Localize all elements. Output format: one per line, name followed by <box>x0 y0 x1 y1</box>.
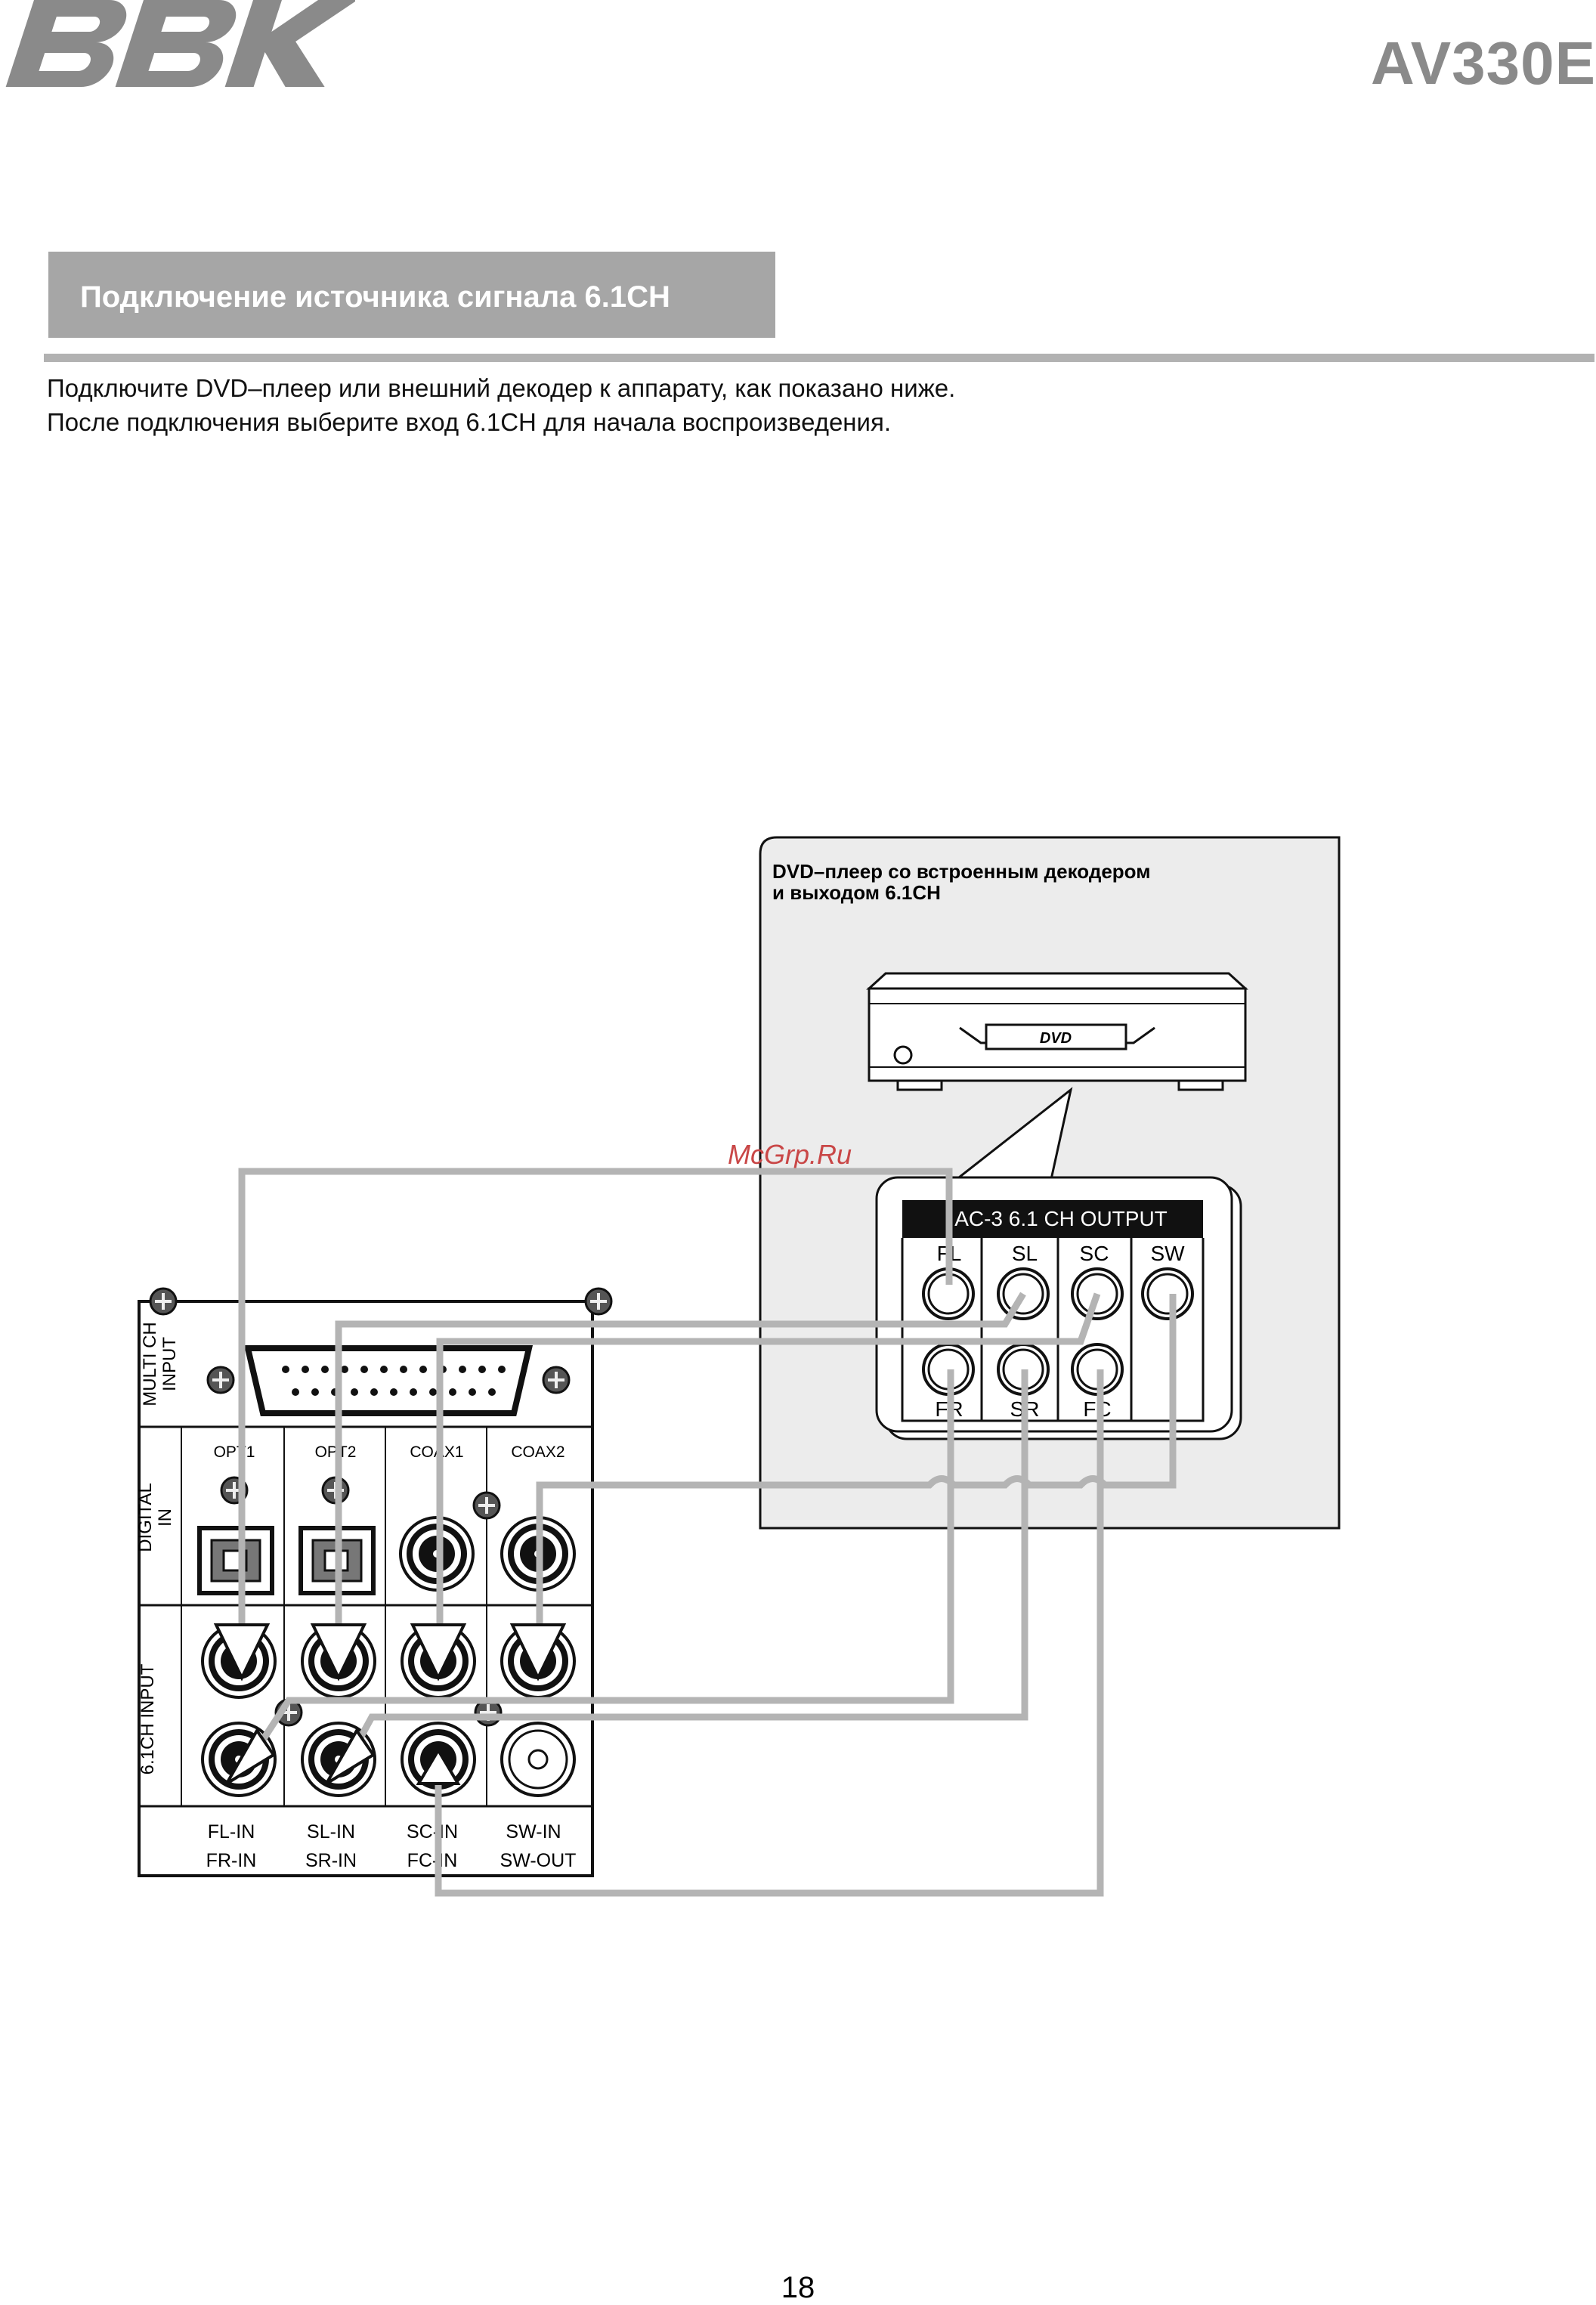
cable-sw <box>536 1294 1177 1640</box>
bbk-logo <box>5 0 355 87</box>
digital-label-2: IN <box>155 1508 175 1527</box>
cable-fl <box>238 1168 953 1640</box>
out-label-sw: SW <box>1150 1242 1185 1265</box>
connection-cables <box>238 1168 1177 1897</box>
watermark: McGrp.Ru <box>728 1139 852 1170</box>
connection-diagram: DVD–плеер со встроенным декодером и выхо… <box>135 836 1341 1897</box>
digital-label-opt1: OPT1 <box>214 1443 255 1461</box>
screw-icon <box>472 1491 501 1520</box>
out-label-sc: SC <box>1080 1242 1109 1265</box>
cable-plugs <box>215 1623 565 1785</box>
cable-fc <box>435 1369 1104 1897</box>
in-label-fr: FR-IN <box>206 1850 257 1871</box>
multi-ch-dsub-connector[interactable] <box>243 1345 534 1416</box>
model-name: AV330E <box>1370 29 1596 97</box>
in-label-sl: SL-IN <box>307 1821 355 1842</box>
screw-icon <box>206 1366 235 1394</box>
dvd-disc-badge: DVD <box>1040 1030 1072 1047</box>
digital-label-1: DIGITAL <box>135 1483 156 1552</box>
section-title: Подключение источника сигнала 6.1CH <box>48 252 775 338</box>
cable-sc <box>436 1292 1101 1640</box>
output-jack-sw[interactable] <box>1141 1267 1194 1320</box>
intro-line-1: Подключите DVD–плеер или внешний декодер… <box>47 374 956 402</box>
section-divider <box>44 354 1594 362</box>
dvd-panel-caption-1: DVD–плеер со встроенным декодером <box>772 860 1150 883</box>
in-label-sw: SW-IN <box>506 1821 561 1842</box>
in-label-swout: SW-OUT <box>500 1850 577 1871</box>
multi-ch-label-2: INPUT <box>159 1337 180 1391</box>
dvd-player-panel: DVD–плеер со встроенным декодером и выхо… <box>759 836 1341 1530</box>
digital-label-coax2: COAX2 <box>511 1443 564 1461</box>
cable-fr <box>239 1369 954 1774</box>
multi-ch-label-1: MULTI CH <box>140 1322 160 1406</box>
in-label-fl: FL-IN <box>208 1821 255 1842</box>
page-number: 18 <box>781 2271 815 2304</box>
screw-icon <box>584 1287 613 1316</box>
optical-jack-opt1[interactable] <box>197 1526 274 1595</box>
in-label-fc: FC-IN <box>407 1850 458 1871</box>
dvd-player-icon: DVD <box>866 972 1248 1091</box>
dvd-panel-caption-2: и выходом 6.1CH <box>772 881 941 904</box>
ac3-output-block: AC-3 6.1 CH OUTPUT FL SL SC SW FR SR FC <box>875 1176 1242 1440</box>
out-label-sl: SL <box>1012 1242 1038 1265</box>
sw-out-jack[interactable] <box>500 1722 576 1797</box>
screw-icon <box>149 1287 178 1316</box>
input61-label: 6.1CH INPUT <box>138 1663 158 1774</box>
ac3-output-title: AC-3 6.1 CH OUTPUT <box>954 1207 1168 1230</box>
in-label-sc: SC-IN <box>407 1821 458 1842</box>
screw-icon <box>542 1366 571 1394</box>
cable-sl <box>335 1292 1026 1640</box>
in-label-sr: SR-IN <box>305 1850 357 1871</box>
intro-line-2: После подключения выберите вход 6.1CH дл… <box>47 408 892 436</box>
